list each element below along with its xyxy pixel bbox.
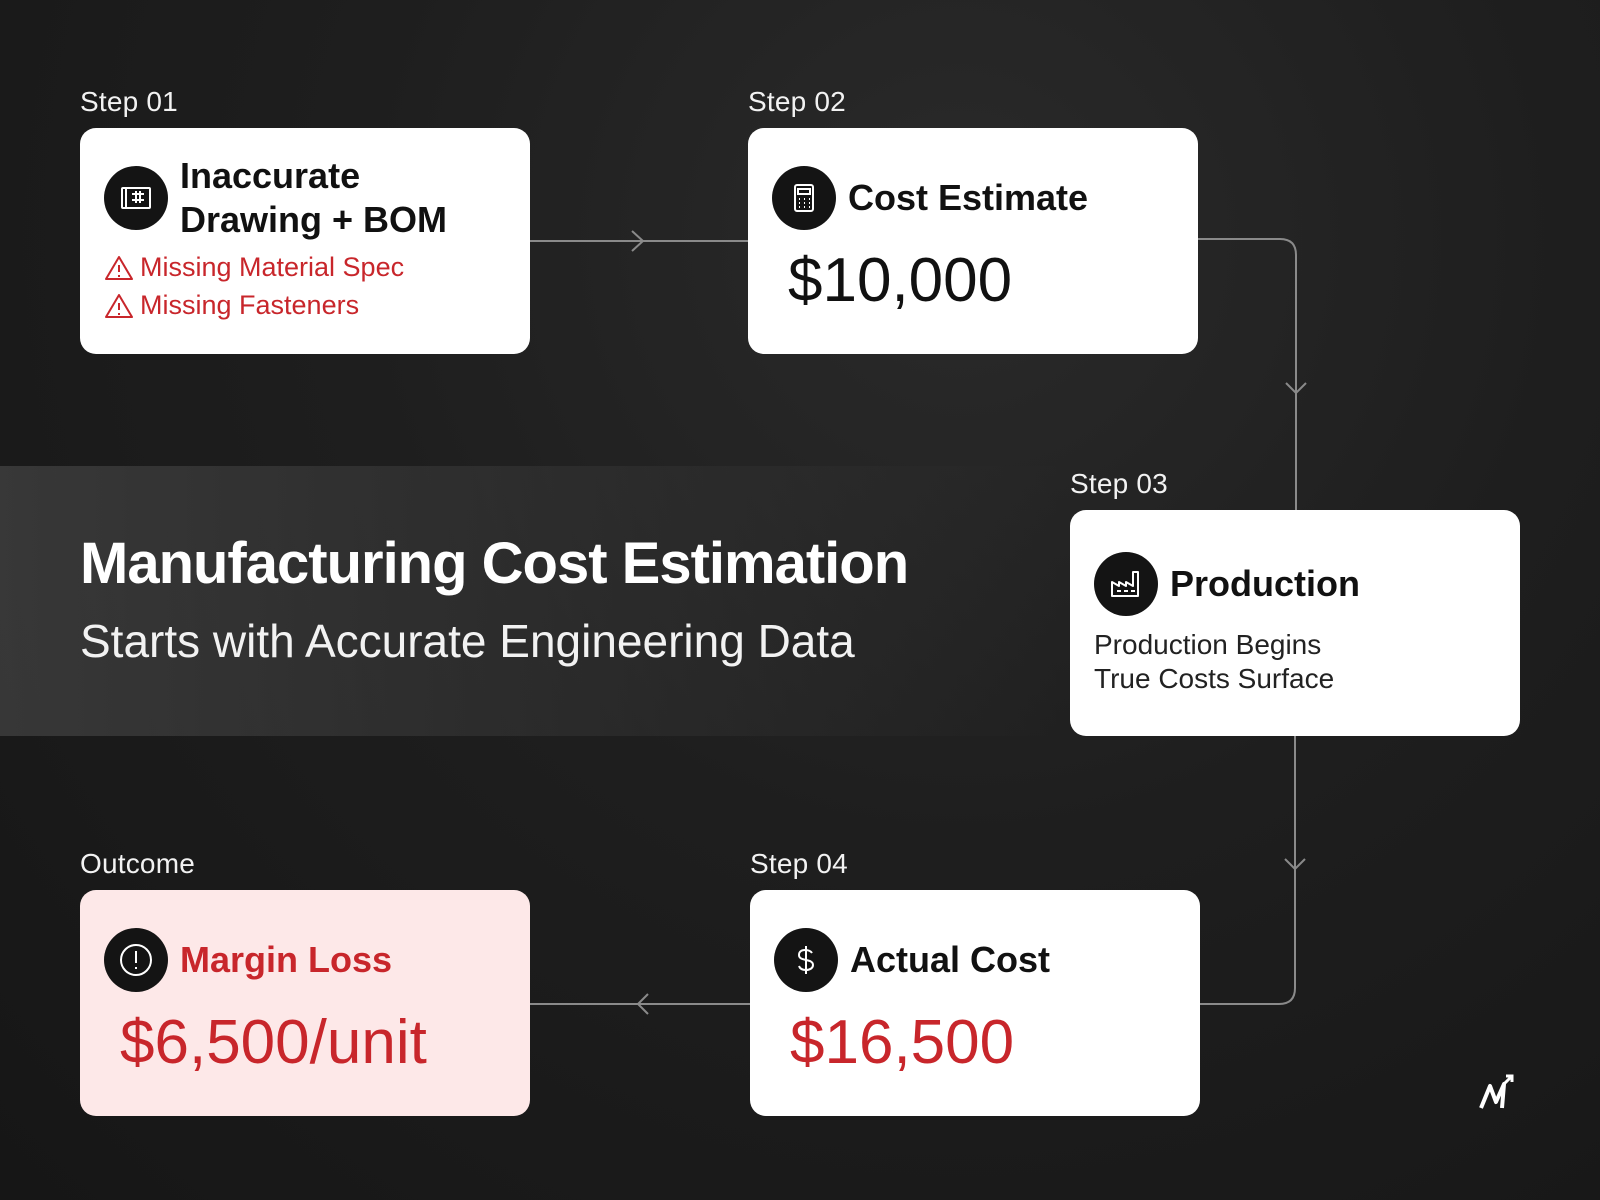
dollar-icon xyxy=(774,928,838,992)
brand-logo-icon xyxy=(1479,1074,1514,1109)
outcome-value: $6,500/unit xyxy=(120,1008,427,1077)
warning-row-1: Missing Material Spec xyxy=(104,252,404,283)
warning-icon xyxy=(105,293,133,318)
arrow-down-icon-2 xyxy=(1284,858,1306,871)
step2-value: $10,000 xyxy=(788,246,1013,315)
warning-text-2: Missing Fasteners xyxy=(140,290,360,320)
step4-label: Step 04 xyxy=(750,848,848,879)
connector-step3-step4 xyxy=(1200,736,1296,1005)
outcome-card: Margin Loss $6,500/unit xyxy=(80,890,530,1116)
blueprint-icon xyxy=(104,166,168,230)
page-title: Manufacturing Cost Estimation xyxy=(80,531,909,596)
step2-card: Cost Estimate $10,000 xyxy=(748,128,1198,354)
step3-line1: Production Begins xyxy=(1094,629,1322,660)
warning-text-1: Missing Material Spec xyxy=(140,252,405,282)
page-subtitle: Starts with Accurate Engineering Data xyxy=(80,615,855,667)
step1-title-line1: Inaccurate xyxy=(180,155,361,196)
arrow-down-icon xyxy=(1285,382,1307,395)
step3-label: Step 03 xyxy=(1070,468,1168,499)
step4-value: $16,500 xyxy=(790,1008,1015,1077)
step2-title: Cost Estimate xyxy=(848,177,1089,218)
warning-icon xyxy=(105,255,133,280)
outcome-title: Margin Loss xyxy=(180,939,393,980)
warning-row-2: Missing Fasteners xyxy=(104,290,359,321)
connector-step2-step3 xyxy=(1198,238,1297,510)
step2-label: Step 02 xyxy=(748,86,846,117)
step3-card: Production Production Begins True Costs … xyxy=(1070,510,1520,736)
step4-card: Actual Cost $16,500 xyxy=(750,890,1200,1116)
exclamation-icon xyxy=(104,928,168,992)
arrow-left-icon xyxy=(636,993,649,1015)
step1-card: Inaccurate Drawing + BOM Missing Materia… xyxy=(80,128,530,354)
step1-title-line2: Drawing + BOM xyxy=(180,199,448,240)
step3-line2: True Costs Surface xyxy=(1094,663,1335,694)
calculator-icon xyxy=(772,166,836,230)
step1-label: Step 01 xyxy=(80,86,178,117)
headline-band xyxy=(0,466,1060,736)
outcome-label: Outcome xyxy=(80,848,195,879)
arrow-right-icon xyxy=(631,230,645,252)
step4-title: Actual Cost xyxy=(850,939,1051,980)
step3-title: Production xyxy=(1170,563,1360,604)
factory-icon xyxy=(1094,552,1158,616)
